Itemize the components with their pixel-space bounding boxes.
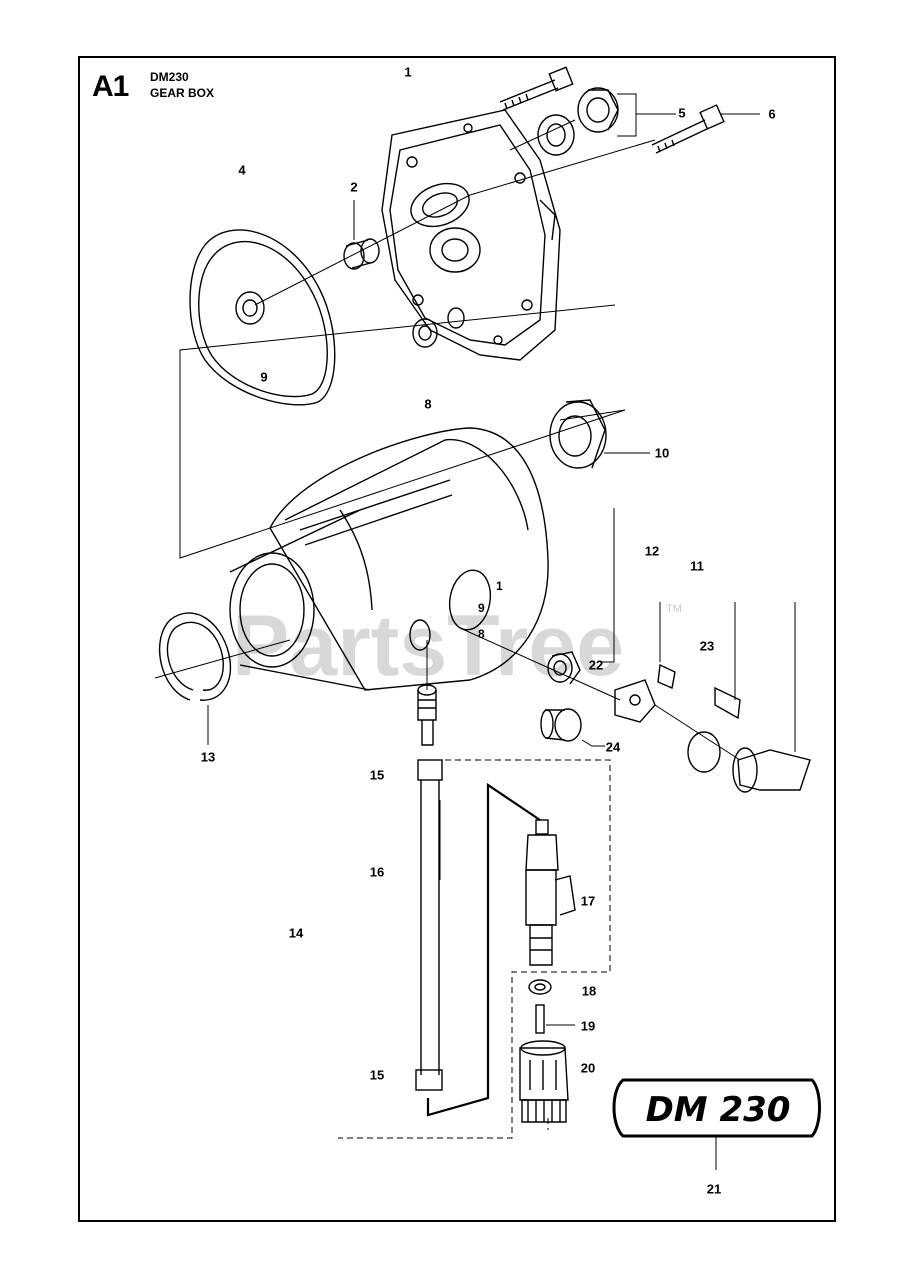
plug-part-24	[540, 708, 605, 747]
callout-24: 24	[605, 739, 621, 755]
shaft-seal-part-10	[549, 399, 650, 469]
gasket-part-9	[189, 229, 336, 406]
callout-22: 22	[588, 657, 604, 673]
pin-part-19	[535, 1004, 575, 1034]
bolt-part-6	[651, 104, 760, 154]
callout-12: 12	[644, 543, 660, 559]
water-hose	[426, 782, 541, 1117]
gear-housing-part-8	[229, 427, 549, 691]
callout-13: 13	[200, 749, 216, 765]
model-number: DM230	[150, 70, 189, 84]
kit-boundaries	[338, 759, 611, 1139]
watermark-text: PartsTree	[232, 598, 624, 694]
callout-16: 16	[369, 864, 385, 880]
valve-assembly-part-11	[459, 508, 811, 793]
callout-8: 8	[424, 396, 432, 412]
housing-part-marks: 1 9 8	[478, 579, 503, 641]
callout-21: 21	[706, 1181, 722, 1197]
diagram-title: GEAR BOX	[150, 86, 215, 100]
watermark: PartsTree TM	[232, 598, 682, 694]
diagram-frame	[78, 56, 836, 1222]
callout-4: 4	[238, 162, 246, 178]
callout-23: 23	[699, 638, 715, 654]
hose-fitting	[417, 640, 437, 746]
callout-15-upper: 15	[369, 767, 385, 783]
callout-20: 20	[580, 1060, 596, 1076]
circlip-part-13	[154, 612, 291, 745]
decal-text: DM 230	[646, 1090, 791, 1130]
callout-10: 10	[654, 445, 670, 461]
callout-5: 5	[678, 105, 686, 121]
axis-lines-upper	[179, 119, 656, 559]
callout-9: 9	[260, 369, 268, 385]
watermark-tm: TM	[666, 603, 682, 615]
callout-19: 19	[580, 1018, 596, 1034]
bolt-upper	[499, 66, 574, 111]
callout-2: 2	[350, 179, 358, 195]
callout-15-lower: 15	[369, 1067, 385, 1083]
housing-mark: 1	[496, 579, 503, 593]
decal-part-21: DM 230	[612, 1078, 821, 1170]
callout-14: 14	[288, 925, 304, 941]
nut-part-20	[519, 1040, 569, 1123]
bushing-part-2	[343, 200, 380, 270]
tap-valve-part-17	[525, 819, 576, 966]
housing-mark: 9	[478, 601, 485, 615]
washer-part-18	[528, 979, 552, 995]
callout-18: 18	[581, 983, 597, 999]
callout-17: 17	[580, 893, 596, 909]
callout-11: 11	[690, 558, 704, 574]
gearbox-cover	[381, 109, 561, 361]
tube-part-16	[415, 759, 443, 1091]
callout-1: 1	[404, 64, 412, 80]
callout-6: 6	[768, 106, 776, 122]
section-id: A1	[92, 70, 129, 103]
bearing-pair-part-5	[537, 87, 676, 156]
small-seal	[412, 318, 438, 348]
housing-mark: 8	[478, 627, 485, 641]
